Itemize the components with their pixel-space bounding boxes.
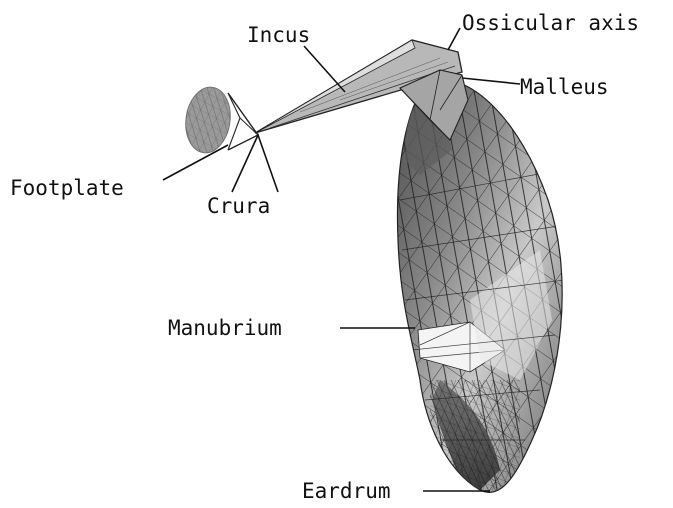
ossicular-axis-label: Ossicular axis [462,11,639,35]
eardrum-mesh [390,70,580,500]
malleus-leader [462,78,520,84]
crura-label: Crura [207,194,270,218]
malleus-label: Malleus [520,75,609,99]
footplate-leader [163,145,228,180]
eardrum-label: Eardrum [302,479,391,503]
incus-label: Incus [247,23,310,47]
ossicular-axis-leader [448,28,460,50]
crura-shape [228,93,258,150]
incus-leader [304,46,345,92]
crura-leader [232,135,278,192]
footplate-label: Footplate [10,176,124,200]
manubrium-label: Manubrium [168,316,282,340]
